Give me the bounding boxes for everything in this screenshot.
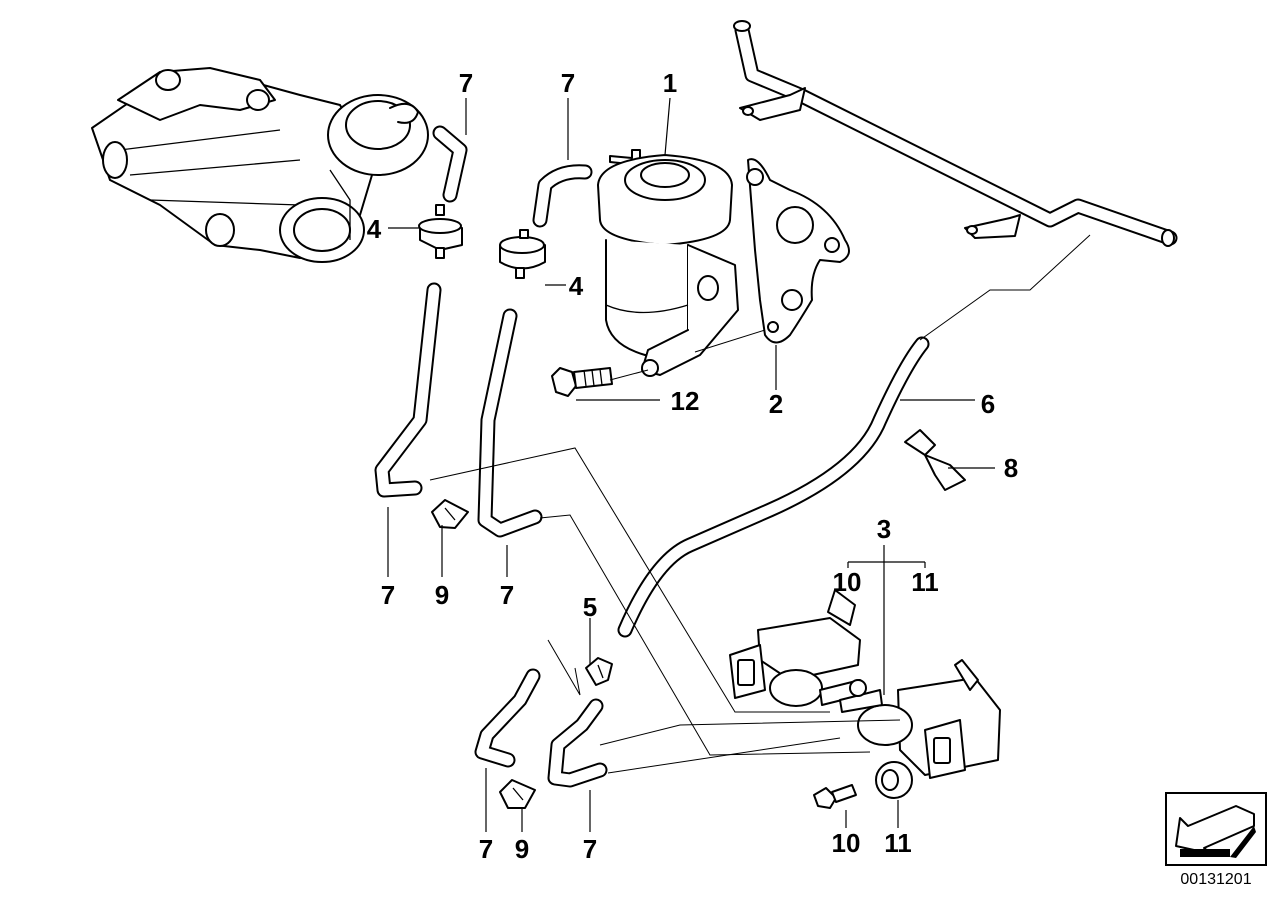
view-direction-box [1165,792,1267,866]
callout-3: 3 [877,514,891,544]
hose-clip-8 [904,429,966,491]
leader-lines [387,97,995,832]
callout-11b: 11 [884,828,912,858]
hose-clip-9a [431,499,469,529]
callout-12: 12 [671,386,700,416]
callout-5: 5 [583,592,597,622]
callouts: 1 7 7 4 4 12 2 6 8 3 10 11 7 9 7 5 7 9 7… [367,68,1018,864]
bolt [551,367,613,397]
callout-10b: 10 [832,828,861,858]
callout-10a: 10 [833,567,862,597]
callout-6: 6 [981,389,995,419]
elbow-connector [585,657,613,686]
callout-9a: 9 [435,580,449,610]
callout-4a: 4 [367,214,382,244]
screw [813,784,857,809]
vacuum-damper-right [499,229,546,279]
callout-8: 8 [1004,453,1018,483]
arrow-pointer-icon [1175,805,1256,858]
gasket [746,158,850,344]
reference-number: 00131201 [1180,871,1251,888]
callout-7b: 7 [561,68,575,98]
solenoid-valve-upper [729,589,863,707]
throttle-housing [91,67,429,263]
solenoid-valve-lower [839,659,1001,779]
hose-clip-9b [499,779,536,809]
grommet [875,761,913,799]
callout-4b: 4 [569,271,584,301]
callout-7c: 7 [381,580,395,610]
callout-7e: 7 [479,834,493,864]
assignment-lines [429,234,1091,774]
callout-1: 1 [663,68,677,98]
callout-9b: 9 [515,834,529,864]
callout-11a: 11 [911,567,939,597]
vacuum-pipe-assembly [733,20,1178,247]
callout-7a: 7 [459,68,473,98]
callout-2: 2 [769,389,783,419]
egr-valve [597,149,739,377]
callout-7f: 7 [583,834,597,864]
callout-7d: 7 [500,580,514,610]
hoses [374,125,930,788]
vacuum-damper-left [418,204,463,259]
